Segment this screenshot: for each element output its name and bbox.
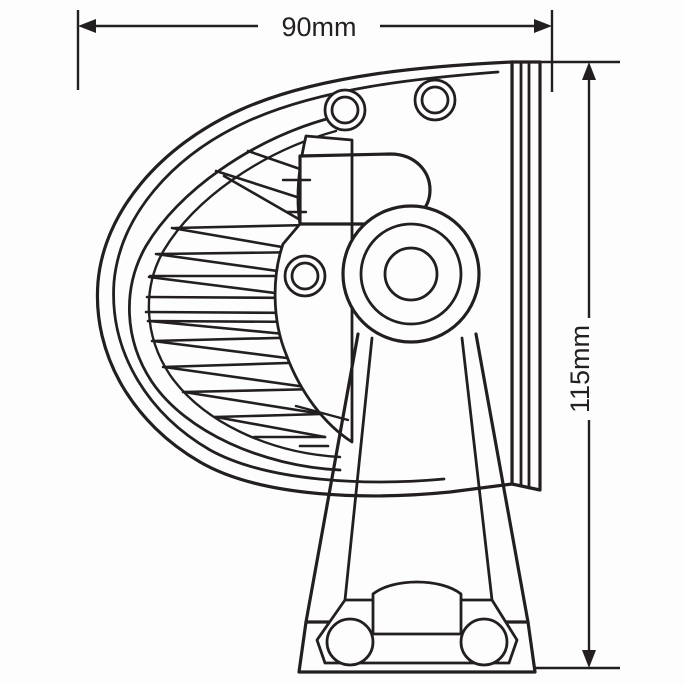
reflector-fin: [181, 387, 322, 394]
foot-centre-slot: [371, 580, 463, 636]
hub-ring-inner: [383, 246, 439, 302]
lamp-assembly: [95, 60, 542, 674]
bracket-leg-inner-left: [343, 336, 374, 602]
reflector-fin: [214, 169, 302, 200]
hub-ring-middle: [359, 222, 463, 326]
bolt-hole-inner-ring: [290, 261, 320, 291]
foot-bolt-hole-left: [325, 617, 375, 667]
reflector-fin: [213, 412, 324, 419]
reflector-fin: [173, 223, 311, 230]
reflector-fin: [182, 390, 324, 416]
top-bolt-hole-right: [413, 78, 457, 122]
bracket-leg-outer-left: [304, 332, 360, 624]
reflector-fin: [162, 365, 322, 391]
reflector-rim-outer: [127, 116, 342, 472]
width-dimension-label: 90mm: [281, 12, 356, 42]
top-bolt-hole-left: [323, 88, 367, 132]
side-bolt-hole: [283, 254, 327, 298]
bracket-shoulder-tie: [294, 404, 350, 422]
height-dimension-label: 115mm: [565, 325, 595, 413]
width-arrow-right: [534, 19, 552, 33]
bracket-leg-inner-right: [460, 336, 494, 602]
bolt-hole-inner-ring: [330, 95, 360, 125]
lens-strip-outer: [510, 60, 542, 492]
reflector-fin: [222, 174, 311, 227]
central-lens-hub: [341, 204, 481, 344]
bracket-leg-outer-right: [474, 332, 530, 624]
front-lens-strip: [510, 60, 542, 492]
mounting-bracket-stem: [304, 332, 530, 624]
foot-bolt-hole-right: [459, 617, 509, 667]
height-arrow-top: [582, 62, 596, 80]
height-arrow-bottom: [582, 650, 596, 668]
mounting-foot-plate: [297, 580, 537, 674]
width-arrow-left: [78, 19, 96, 33]
width-dimension-group: 90mm: [76, 10, 554, 92]
bolt-hole-inner-ring: [420, 85, 450, 115]
reflector-fin: [246, 149, 305, 172]
hub-ring-outer: [341, 204, 481, 344]
reflector-fin: [214, 415, 327, 439]
